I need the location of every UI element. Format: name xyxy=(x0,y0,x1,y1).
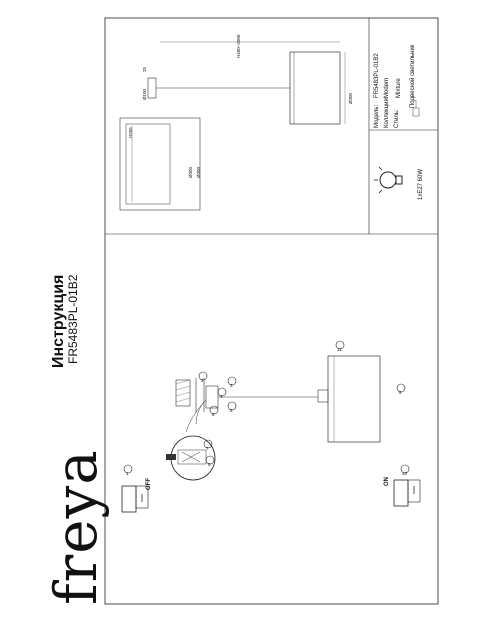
callout-4: 4 xyxy=(220,394,223,399)
callout-7: 7 xyxy=(206,446,209,451)
spec-style-label: Стиль: xyxy=(394,109,400,128)
spec-type-value: Подвесной светильник xyxy=(410,44,416,108)
switch-off-label: OFF xyxy=(146,478,152,490)
bulb-spec: 1xE27 60W xyxy=(418,168,424,200)
dimension-drawing-pendant xyxy=(147,41,346,125)
callout-5: 5 xyxy=(230,408,233,413)
callout-11: 11 xyxy=(337,347,342,352)
brand-logo-text: freya xyxy=(42,449,110,605)
callout-10: 10 xyxy=(402,471,408,476)
dim-small-d2: Ø300 xyxy=(196,166,201,178)
outer-frame xyxy=(104,17,439,605)
dim-small-height: H255 xyxy=(128,127,133,138)
callout-1: 1 xyxy=(126,471,129,476)
callout-8: 8 xyxy=(208,462,211,467)
spec-style-value: Mixture xyxy=(396,78,402,98)
ceiling-hatch xyxy=(175,379,191,407)
spec-model-label: Модель: xyxy=(374,104,380,128)
spec-collection-label: Коллекция: xyxy=(384,96,390,128)
dim-small-d1: Ø300 xyxy=(188,166,193,178)
dim-top-diameter: Ø100 xyxy=(142,88,147,100)
model-code: FR5483PL-01B2 xyxy=(66,274,80,364)
callout-2: 2 xyxy=(201,378,204,383)
callout-6: 6 xyxy=(212,412,215,417)
bulb-icon-drawing xyxy=(374,166,403,194)
dim-top-height: 25 xyxy=(142,66,147,72)
callout-9: 9 xyxy=(399,390,402,395)
switch-on-label: ON xyxy=(384,477,390,486)
dim-cable-length: H400~2000 xyxy=(236,34,241,58)
dimension-drawing-shade xyxy=(119,117,201,211)
spec-icon-a xyxy=(412,107,420,117)
spec-model-value: FR5483PL-01B2 xyxy=(374,53,380,98)
spec-collection-value: Modern xyxy=(384,77,390,98)
switch-off-drawing xyxy=(121,485,149,513)
callout-3: 3 xyxy=(230,383,233,388)
switch-on-drawing xyxy=(393,479,421,507)
shade-outline xyxy=(327,355,381,443)
dim-shade-diameter: Ø300 xyxy=(348,92,353,104)
